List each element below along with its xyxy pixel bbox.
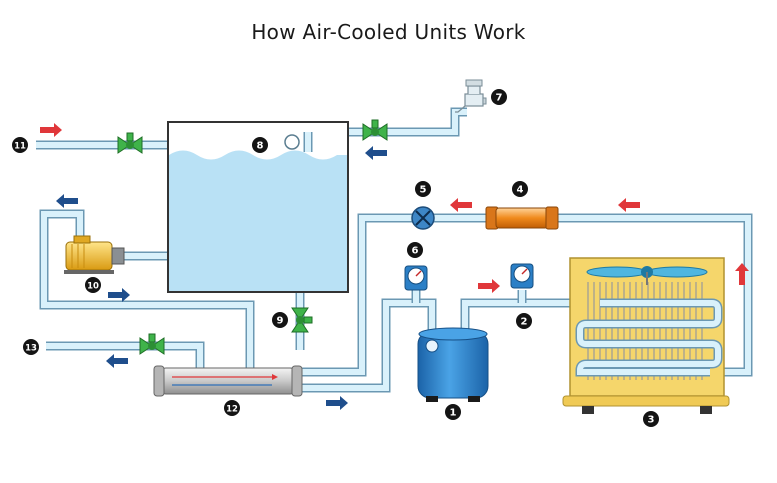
- label-11: 11: [12, 137, 28, 153]
- tank-water: [169, 150, 347, 291]
- label-6: 6: [407, 242, 423, 258]
- inlet-valve-icon: [117, 132, 143, 154]
- float-ball-icon: [284, 134, 300, 150]
- number-label-text: 7: [496, 93, 503, 104]
- label-7: 7: [491, 89, 507, 105]
- arrow-right-icon: [478, 279, 500, 293]
- label-8: 8: [252, 137, 268, 153]
- number-label-text: 6: [412, 246, 419, 257]
- evaporator-icon: [153, 365, 303, 397]
- arrow-right-icon: [40, 123, 62, 137]
- faucet-icon: [455, 79, 487, 113]
- arrow-left-icon: [450, 198, 472, 212]
- number-label-text: 1: [450, 408, 457, 419]
- number-label-text: 12: [226, 405, 238, 415]
- drain-valve-icon: [291, 307, 313, 333]
- arrow-left-icon: [56, 194, 78, 208]
- label-1: 1: [445, 404, 461, 420]
- number-label-text: 2: [521, 317, 528, 328]
- arrow-up-icon: [735, 263, 749, 285]
- label-12: 12: [224, 400, 240, 416]
- label-10: 10: [85, 277, 101, 293]
- number-labels: 1 2 3 4 5 6 7 8 9 10 11 12 13: [12, 89, 659, 427]
- number-label-text: 10: [87, 282, 99, 292]
- number-label-text: 9: [277, 316, 284, 327]
- arrow-left-icon: [365, 146, 387, 160]
- arrow-left-icon: [106, 354, 128, 368]
- condenser-unit-icon: [562, 257, 730, 414]
- diagram-title: How Air-Cooled Units Work: [251, 20, 526, 44]
- expansion-valve-icon: [411, 206, 435, 230]
- fan-icon: [586, 266, 708, 285]
- number-label-text: 13: [25, 344, 37, 354]
- number-label-text: 11: [14, 142, 26, 152]
- number-label-text: 8: [257, 141, 264, 152]
- label-13: 13: [23, 339, 39, 355]
- label-4: 4: [512, 181, 528, 197]
- pressure-gauge-2-icon: [510, 263, 534, 289]
- label-9: 9: [272, 312, 288, 328]
- makeup-valve-icon: [362, 119, 388, 141]
- arrow-left-icon: [618, 198, 640, 212]
- flow-arrows: [40, 123, 749, 410]
- water-pump-icon: [64, 235, 125, 274]
- arrow-right-icon: [326, 396, 348, 410]
- number-label-text: 3: [648, 415, 655, 426]
- number-label-text: 5: [420, 185, 427, 196]
- pressure-gauge-6-icon: [404, 265, 428, 291]
- number-label-text: 4: [517, 185, 524, 196]
- compressor-icon: [417, 327, 489, 402]
- heat-exchanger-icon: [485, 206, 559, 230]
- label-3: 3: [643, 411, 659, 427]
- label-5: 5: [415, 181, 431, 197]
- outlet-valve-icon: [139, 333, 165, 355]
- label-2: 2: [516, 313, 532, 329]
- arrow-right-icon: [108, 288, 130, 302]
